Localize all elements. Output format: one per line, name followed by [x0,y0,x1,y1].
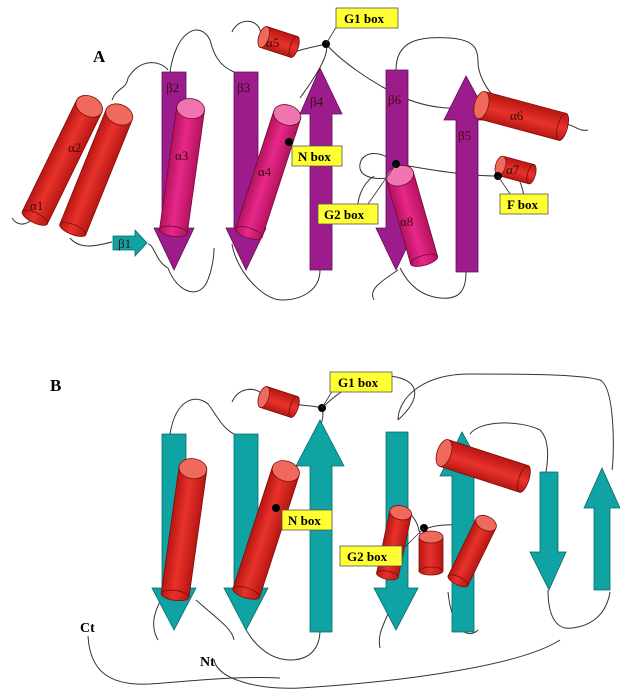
c-terminus-label: Ct [80,621,95,636]
label-a1: α1 [30,198,43,213]
label-b5: β5 [458,128,471,143]
n-terminus-label: Nt [200,655,215,670]
panel-b-strands [152,420,620,632]
label-a3: α3 [175,148,188,163]
svg-text:G2 box: G2 box [324,207,365,222]
label-b3: β3 [237,80,250,95]
label-a4: α4 [258,164,272,179]
svg-text:F box: F box [507,197,538,212]
helix-b-3 [256,385,302,419]
label-b6: β6 [388,92,402,107]
label-a7: α7 [506,162,520,177]
label-a5: α5 [266,35,279,50]
svg-text:G1 box: G1 box [344,11,385,26]
motif-box-f: F box [500,194,548,214]
motif-box-g1-b: G1 box [330,372,392,392]
motif-box-g2: G2 box [318,204,378,224]
helix-b-4 [433,438,533,494]
svg-text:G2 box: G2 box [347,549,388,564]
motif-dot-n-b [272,504,280,512]
helix-b-6 [419,531,443,575]
motif-box-n-b: N box [282,510,332,530]
label-a8: α8 [400,214,413,229]
label-b1: β1 [118,236,131,251]
panel-b-letter: B [50,376,61,395]
panel-b: B [50,372,620,688]
svg-text:N box: N box [288,513,321,528]
label-b2: β2 [166,80,179,95]
panel-b-helices [161,385,533,602]
motif-dot-n [285,138,293,146]
label-a2: α2 [68,140,81,155]
panel-a-letter: A [93,47,106,66]
svg-text:G1 box: G1 box [338,375,379,390]
svg-text:N box: N box [298,149,331,164]
label-a6: α6 [510,108,524,123]
motif-box-n: N box [292,146,342,166]
strand-b-7 [584,468,620,590]
label-b4: β4 [310,94,324,109]
strand-b-6 [530,472,566,590]
panel-a: A β1 [12,8,588,300]
motif-box-g1: G1 box [336,8,398,28]
motif-box-g2-b: G2 box [340,546,402,566]
